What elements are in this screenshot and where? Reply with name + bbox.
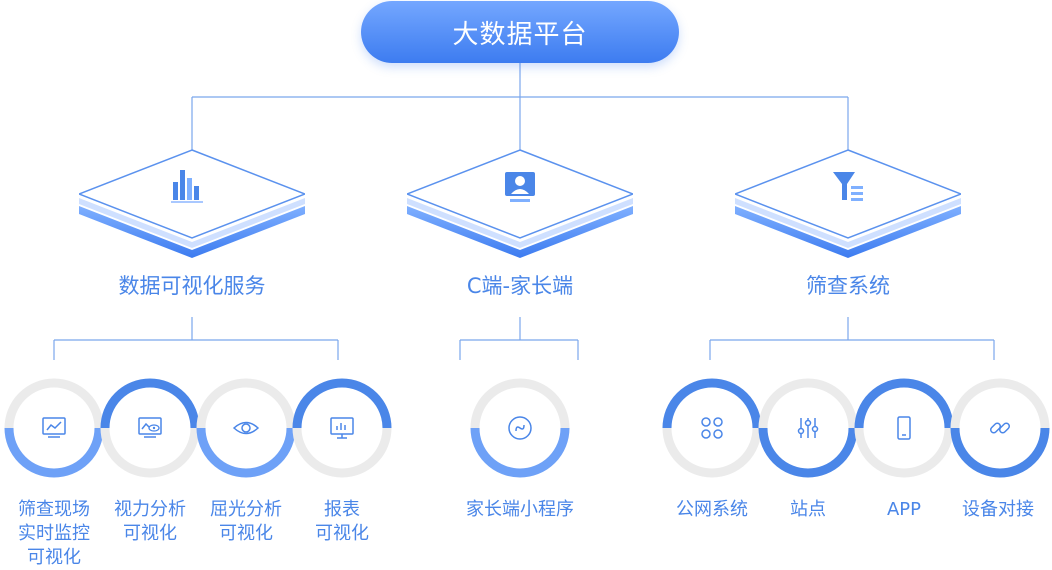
sliders-icon [797, 418, 819, 438]
category-label-screening: 筛查系统 [806, 274, 890, 298]
leaf-label-text: 公网系统 [676, 499, 748, 520]
platform-parent [407, 149, 633, 258]
leaf-node-vision [97, 375, 203, 481]
report-monitor-icon [330, 417, 354, 439]
leaf-label-refraction: 屈光分析 可视化 [196, 498, 296, 546]
leaf-label-site: 站点 [758, 498, 858, 522]
eye-icon [233, 421, 259, 435]
leaf-node-app [851, 375, 957, 481]
leaf-label-text: 站点 [790, 499, 826, 520]
leaf-node-monitor [1, 375, 107, 481]
leaf-label-text: 屈光分析 可视化 [210, 499, 282, 544]
leaf-label-mini-program: 家长端小程序 [440, 498, 600, 522]
leaf-node-mini-program [467, 375, 573, 481]
leaf-node-refraction [193, 375, 299, 481]
bar-chart-icon [171, 170, 203, 203]
leaf-label-monitor: 筛查现场 实时监控 可视化 [4, 498, 104, 570]
leaf-label-text: 视力分析 可视化 [114, 499, 186, 544]
leaf-label-text: 报表 可视化 [315, 499, 369, 544]
leaf-label-vision: 视力分析 可视化 [100, 498, 200, 546]
mini-program-icon [508, 416, 532, 440]
link-icon [989, 422, 1011, 434]
line-chart-monitor-icon [42, 417, 66, 438]
leaf-node-site [755, 375, 861, 481]
leaf-label-report: 报表 可视化 [292, 498, 392, 546]
phone-icon [897, 416, 911, 440]
leaf-label-device: 设备对接 [946, 498, 1050, 522]
leaf-label-app: APP [854, 498, 954, 522]
platform-title: 大数据平台 [452, 19, 588, 50]
platform-screening [735, 149, 961, 258]
grid-icon [701, 417, 723, 439]
category-label-parent: C端-家长端 [466, 274, 574, 298]
leaf-label-public-network: 公网系统 [657, 498, 767, 522]
leaf-node-report [289, 375, 395, 481]
leaf-label-text: 家长端小程序 [466, 499, 574, 520]
platform-viz [79, 149, 305, 258]
leaf-label-text: 筛查现场 实时监控 可视化 [18, 499, 90, 568]
leaf-node-public-network [659, 375, 765, 481]
category-label-viz: 数据可视化服务 [118, 274, 266, 298]
user-monitor-icon [505, 172, 535, 202]
eye-monitor-icon [138, 417, 162, 438]
leaf-label-text: APP [886, 499, 922, 520]
filter-list-icon [833, 172, 863, 201]
big-data-platform-node: 大数据平台 [361, 1, 679, 63]
leaf-label-text: 设备对接 [962, 499, 1034, 520]
leaf-node-device [947, 375, 1052, 481]
